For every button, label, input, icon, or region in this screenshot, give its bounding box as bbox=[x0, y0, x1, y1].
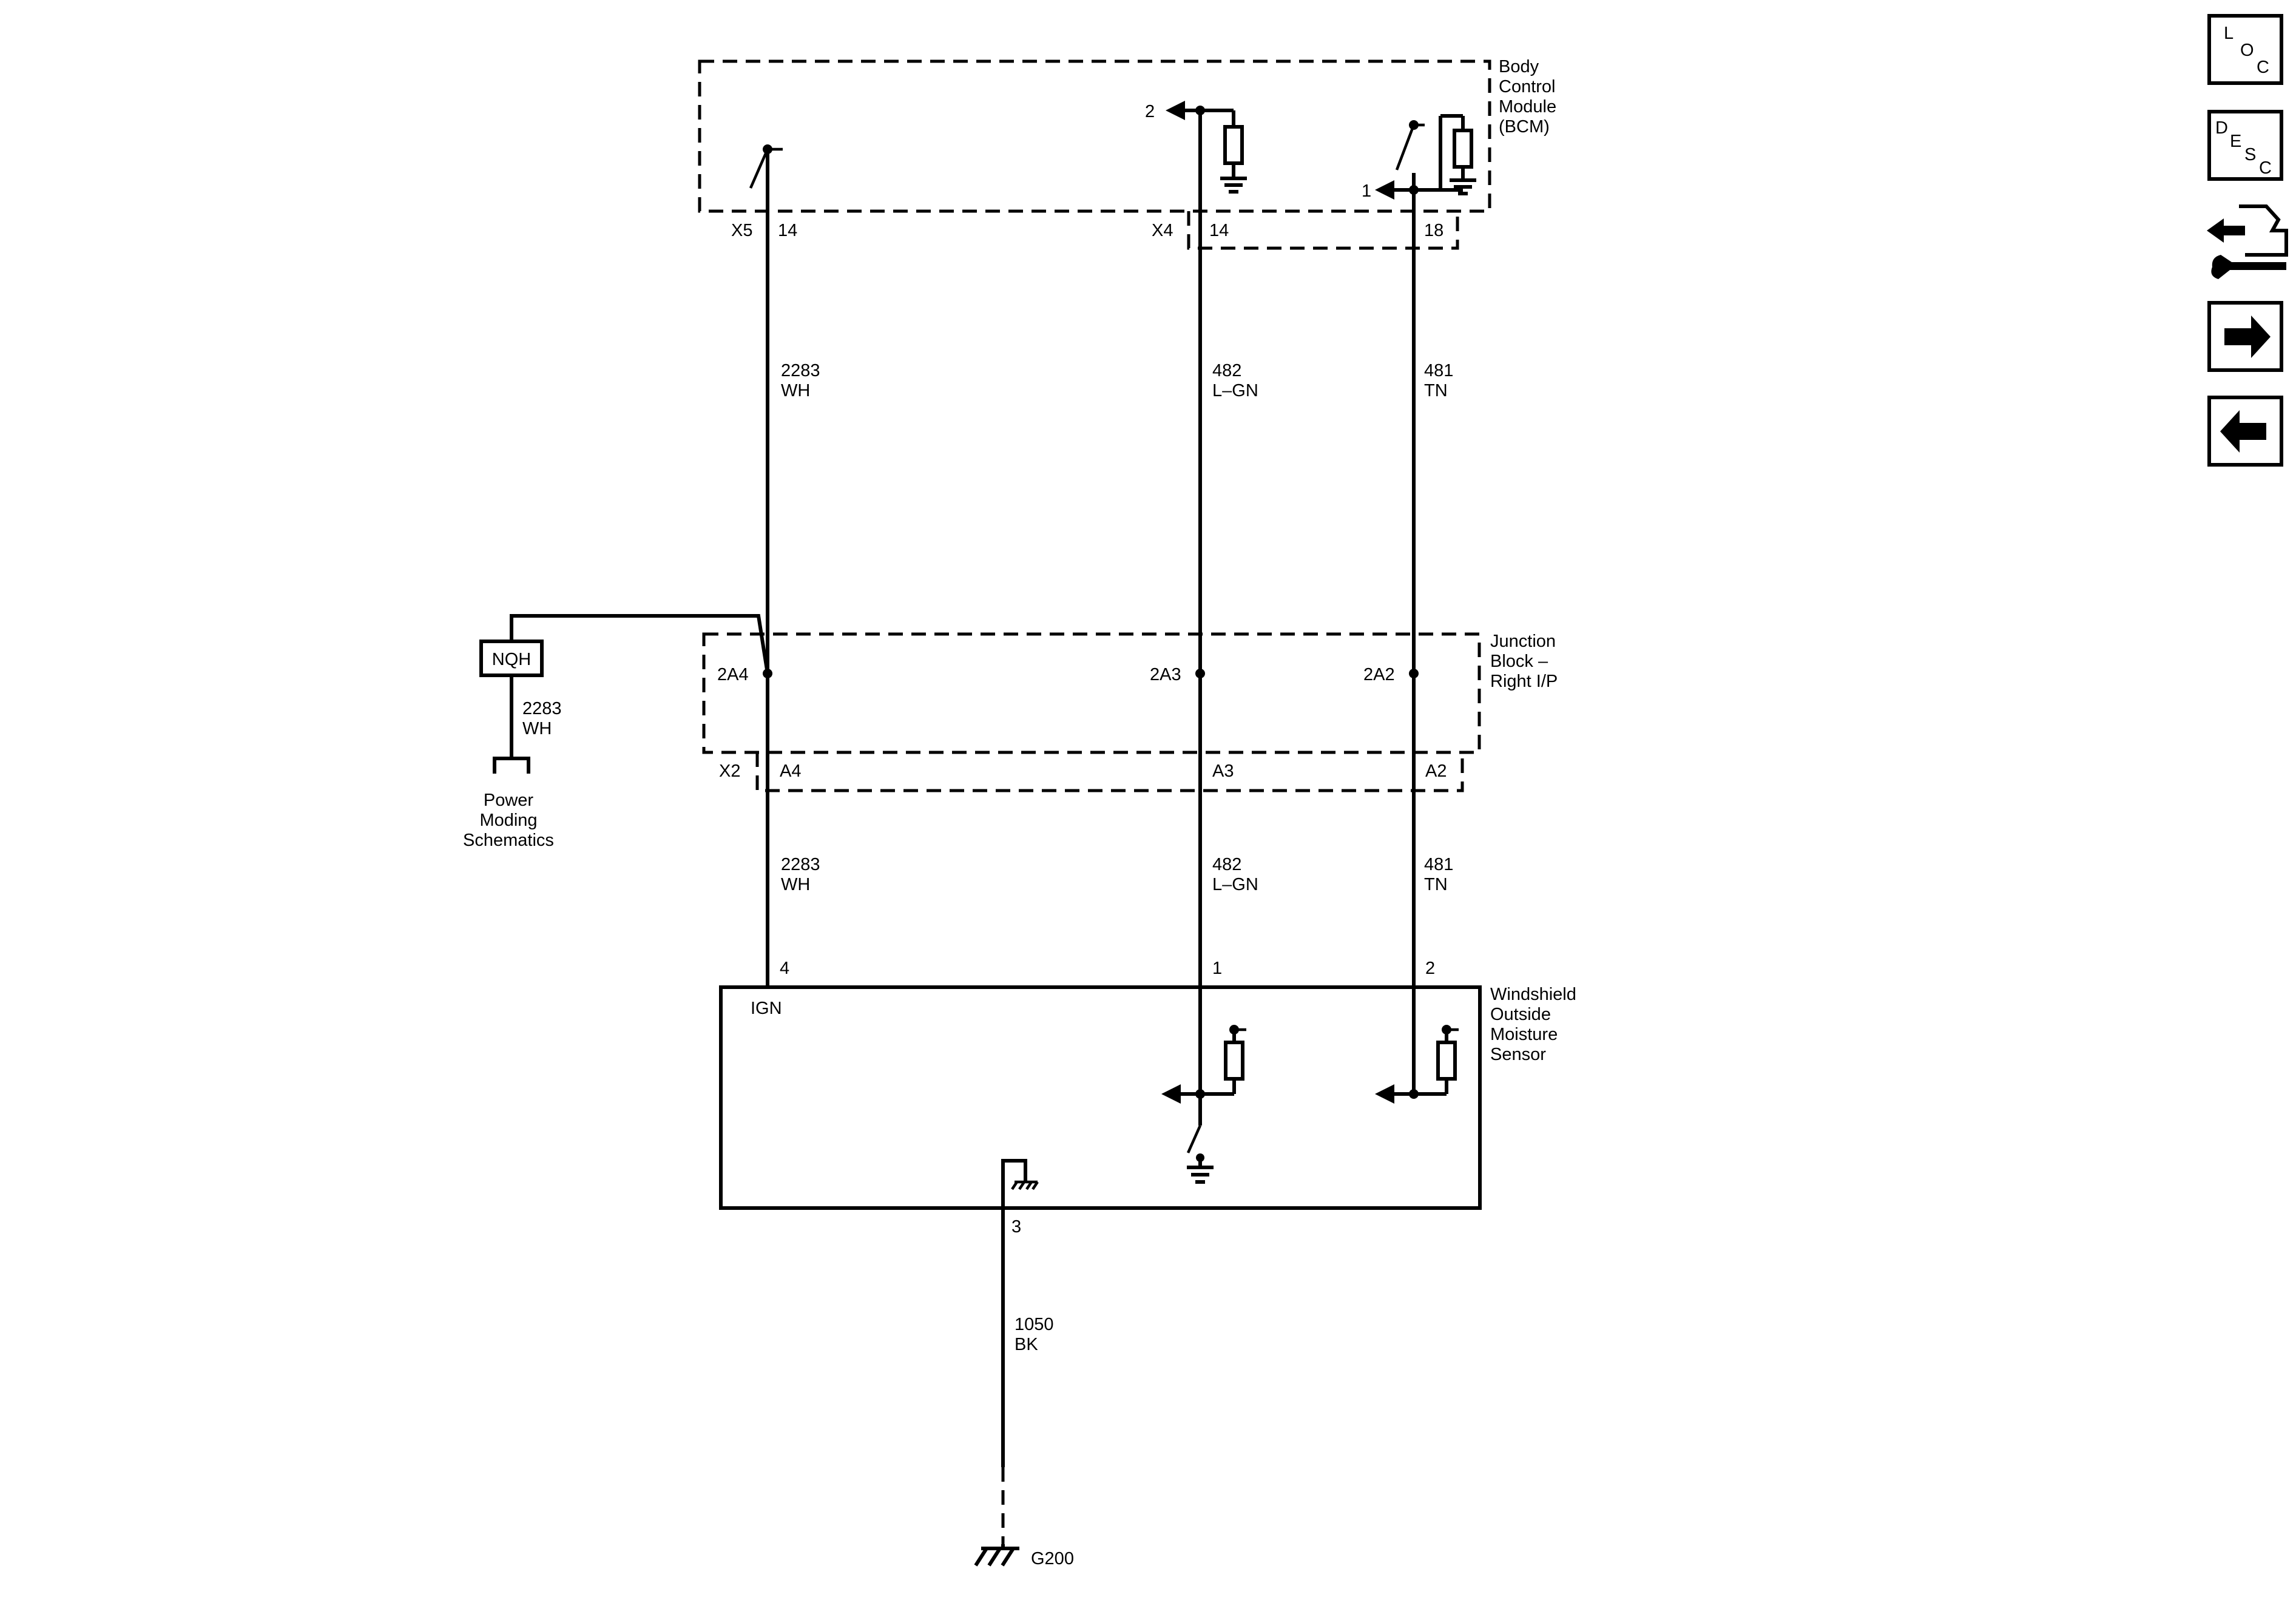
arrow-left-icon bbox=[2220, 410, 2266, 453]
g200-ground: G200 bbox=[974, 1547, 1074, 1568]
sensor-ign-label: IGN bbox=[751, 999, 782, 1018]
bcm-481-input-circuit: 1 bbox=[1362, 114, 1476, 201]
wire-481-lower-number: 481 bbox=[1424, 855, 1453, 874]
nqh-target-2: Moding bbox=[479, 811, 537, 830]
nqh-ref-bracket bbox=[493, 757, 530, 774]
desc-letter-s: S bbox=[2244, 145, 2256, 164]
jb-2a4-label: 2A4 bbox=[717, 665, 749, 684]
nqh-target-3: Schematics bbox=[463, 831, 554, 850]
sensor-chassis-ground bbox=[1001, 1159, 1039, 1208]
desc-letter-c: C bbox=[2259, 158, 2272, 178]
desc-button[interactable]: D E S C bbox=[2207, 110, 2283, 181]
wire-482-lower-color: L–GN bbox=[1212, 875, 1258, 894]
wire-2283-lower-number: 2283 bbox=[781, 855, 820, 874]
sensor-label-4: Sensor bbox=[1490, 1045, 1546, 1064]
sensor-pin-2: 2 bbox=[1425, 959, 1435, 978]
wire-2283-lower-color: WH bbox=[781, 875, 810, 894]
loc-letter-c: C bbox=[2257, 58, 2269, 77]
wire-1050-number: 1050 bbox=[1015, 1315, 1054, 1334]
bcm-out-2-arrow bbox=[1166, 101, 1185, 120]
junction-block-boundary bbox=[702, 632, 1481, 754]
loc-letter-o: O bbox=[2240, 41, 2254, 60]
bcm-label-1: Body bbox=[1499, 57, 1539, 76]
nqh-label: NQH bbox=[492, 650, 531, 669]
bcm-out-1-label: 1 bbox=[1362, 181, 1371, 201]
arrow-right-icon bbox=[2224, 316, 2271, 358]
junction-block-label-1: Junction bbox=[1490, 632, 1556, 651]
wire-482-upper-number: 482 bbox=[1212, 361, 1241, 380]
sensor-pin-4: 4 bbox=[780, 959, 789, 978]
sensor-481-resistor bbox=[1436, 1041, 1457, 1081]
sensor-label-2: Outside bbox=[1490, 1005, 1551, 1024]
junction-block-x2-shell bbox=[755, 752, 1464, 792]
sensor-481-arrow bbox=[1375, 1084, 1394, 1104]
sensor-pin-1: 1 bbox=[1212, 959, 1222, 978]
wire-481-upper-number: 481 bbox=[1424, 361, 1453, 380]
junction-block: Junction Block – Right I/P 2A4 2A3 2A2 X… bbox=[702, 632, 1558, 792]
next-button[interactable] bbox=[2207, 301, 2283, 372]
nqh-wire-color: WH bbox=[522, 719, 552, 738]
loc-letter-l: L bbox=[2224, 24, 2234, 43]
loc-button[interactable]: L O C bbox=[2207, 14, 2283, 85]
jb-x2-label: X2 bbox=[719, 761, 740, 781]
bcm-label-2: Control bbox=[1499, 77, 1556, 96]
bcm-out-2-label: 2 bbox=[1145, 102, 1155, 121]
wire-481-upper-color: TN bbox=[1424, 381, 1448, 400]
bcm-label-4: (BCM) bbox=[1499, 117, 1550, 137]
junction-block-label-3: Right I/P bbox=[1490, 672, 1558, 691]
wire-482-upper-color: L–GN bbox=[1212, 381, 1258, 400]
jb-a2-label: A2 bbox=[1425, 761, 1447, 781]
moisture-sensor-box bbox=[719, 985, 1482, 1210]
bcm-x5-label: X5 bbox=[731, 221, 752, 240]
wire-481-lower-color: TN bbox=[1424, 875, 1448, 894]
sensor-label-3: Moisture bbox=[1490, 1025, 1558, 1044]
bcm-x4-pin-18: 18 bbox=[1424, 221, 1443, 240]
g200-label: G200 bbox=[1031, 1549, 1074, 1568]
sensor-482-resistor bbox=[1224, 1041, 1244, 1081]
bcm-481-resistor bbox=[1453, 129, 1473, 169]
nqh-wire-number: 2283 bbox=[522, 699, 562, 718]
junction-block-label-2: Block – bbox=[1490, 652, 1548, 671]
bcm-x4-connector-shell bbox=[1187, 211, 1459, 250]
bcm-module: Body Control Module (BCM) 2 bbox=[698, 57, 1556, 250]
jb-a3-label: A3 bbox=[1212, 761, 1234, 781]
wire-1050-color: BK bbox=[1015, 1335, 1038, 1354]
wire-482-lower-number: 482 bbox=[1212, 855, 1241, 874]
jb-2a2-label: 2A2 bbox=[1363, 665, 1395, 684]
sensor-481-circuit bbox=[1375, 987, 1459, 1104]
wire-2283-upper-number: 2283 bbox=[781, 361, 820, 380]
bcm-x5-pin: 14 bbox=[778, 221, 797, 240]
nqh-branch: NQH 2283 WH Power Moding Schematics bbox=[463, 614, 769, 850]
desc-letter-e: E bbox=[2230, 132, 2241, 151]
bcm-boundary bbox=[698, 59, 1491, 213]
bcm-x4-label: X4 bbox=[1152, 221, 1173, 240]
desc-letter-d: D bbox=[2215, 118, 2228, 138]
sensor-482-circuit bbox=[1161, 987, 1246, 1184]
bcm-482-input-circuit: 2 bbox=[1145, 101, 1247, 194]
nqh-target-1: Power bbox=[484, 791, 534, 810]
jb-a4-label: A4 bbox=[780, 761, 801, 781]
connector-end-view-icon[interactable] bbox=[2207, 204, 2288, 279]
jb-2a3-label: 2A3 bbox=[1150, 665, 1181, 684]
bcm-x4-pin-14: 14 bbox=[1209, 221, 1229, 240]
bcm-482-resistor bbox=[1223, 125, 1244, 165]
prev-button[interactable] bbox=[2207, 396, 2283, 467]
bcm-label-3: Module bbox=[1499, 97, 1556, 116]
sensor-pin-3: 3 bbox=[1011, 1217, 1021, 1237]
wire-2283-upper-color: WH bbox=[781, 381, 810, 400]
sensor-label-1: Windshield bbox=[1490, 985, 1576, 1004]
bcm-out-1-arrow bbox=[1375, 180, 1394, 200]
sensor-482-arrow bbox=[1161, 1084, 1181, 1104]
moisture-sensor: Windshield Outside Moisture Sensor 4 1 2… bbox=[719, 959, 1576, 1237]
